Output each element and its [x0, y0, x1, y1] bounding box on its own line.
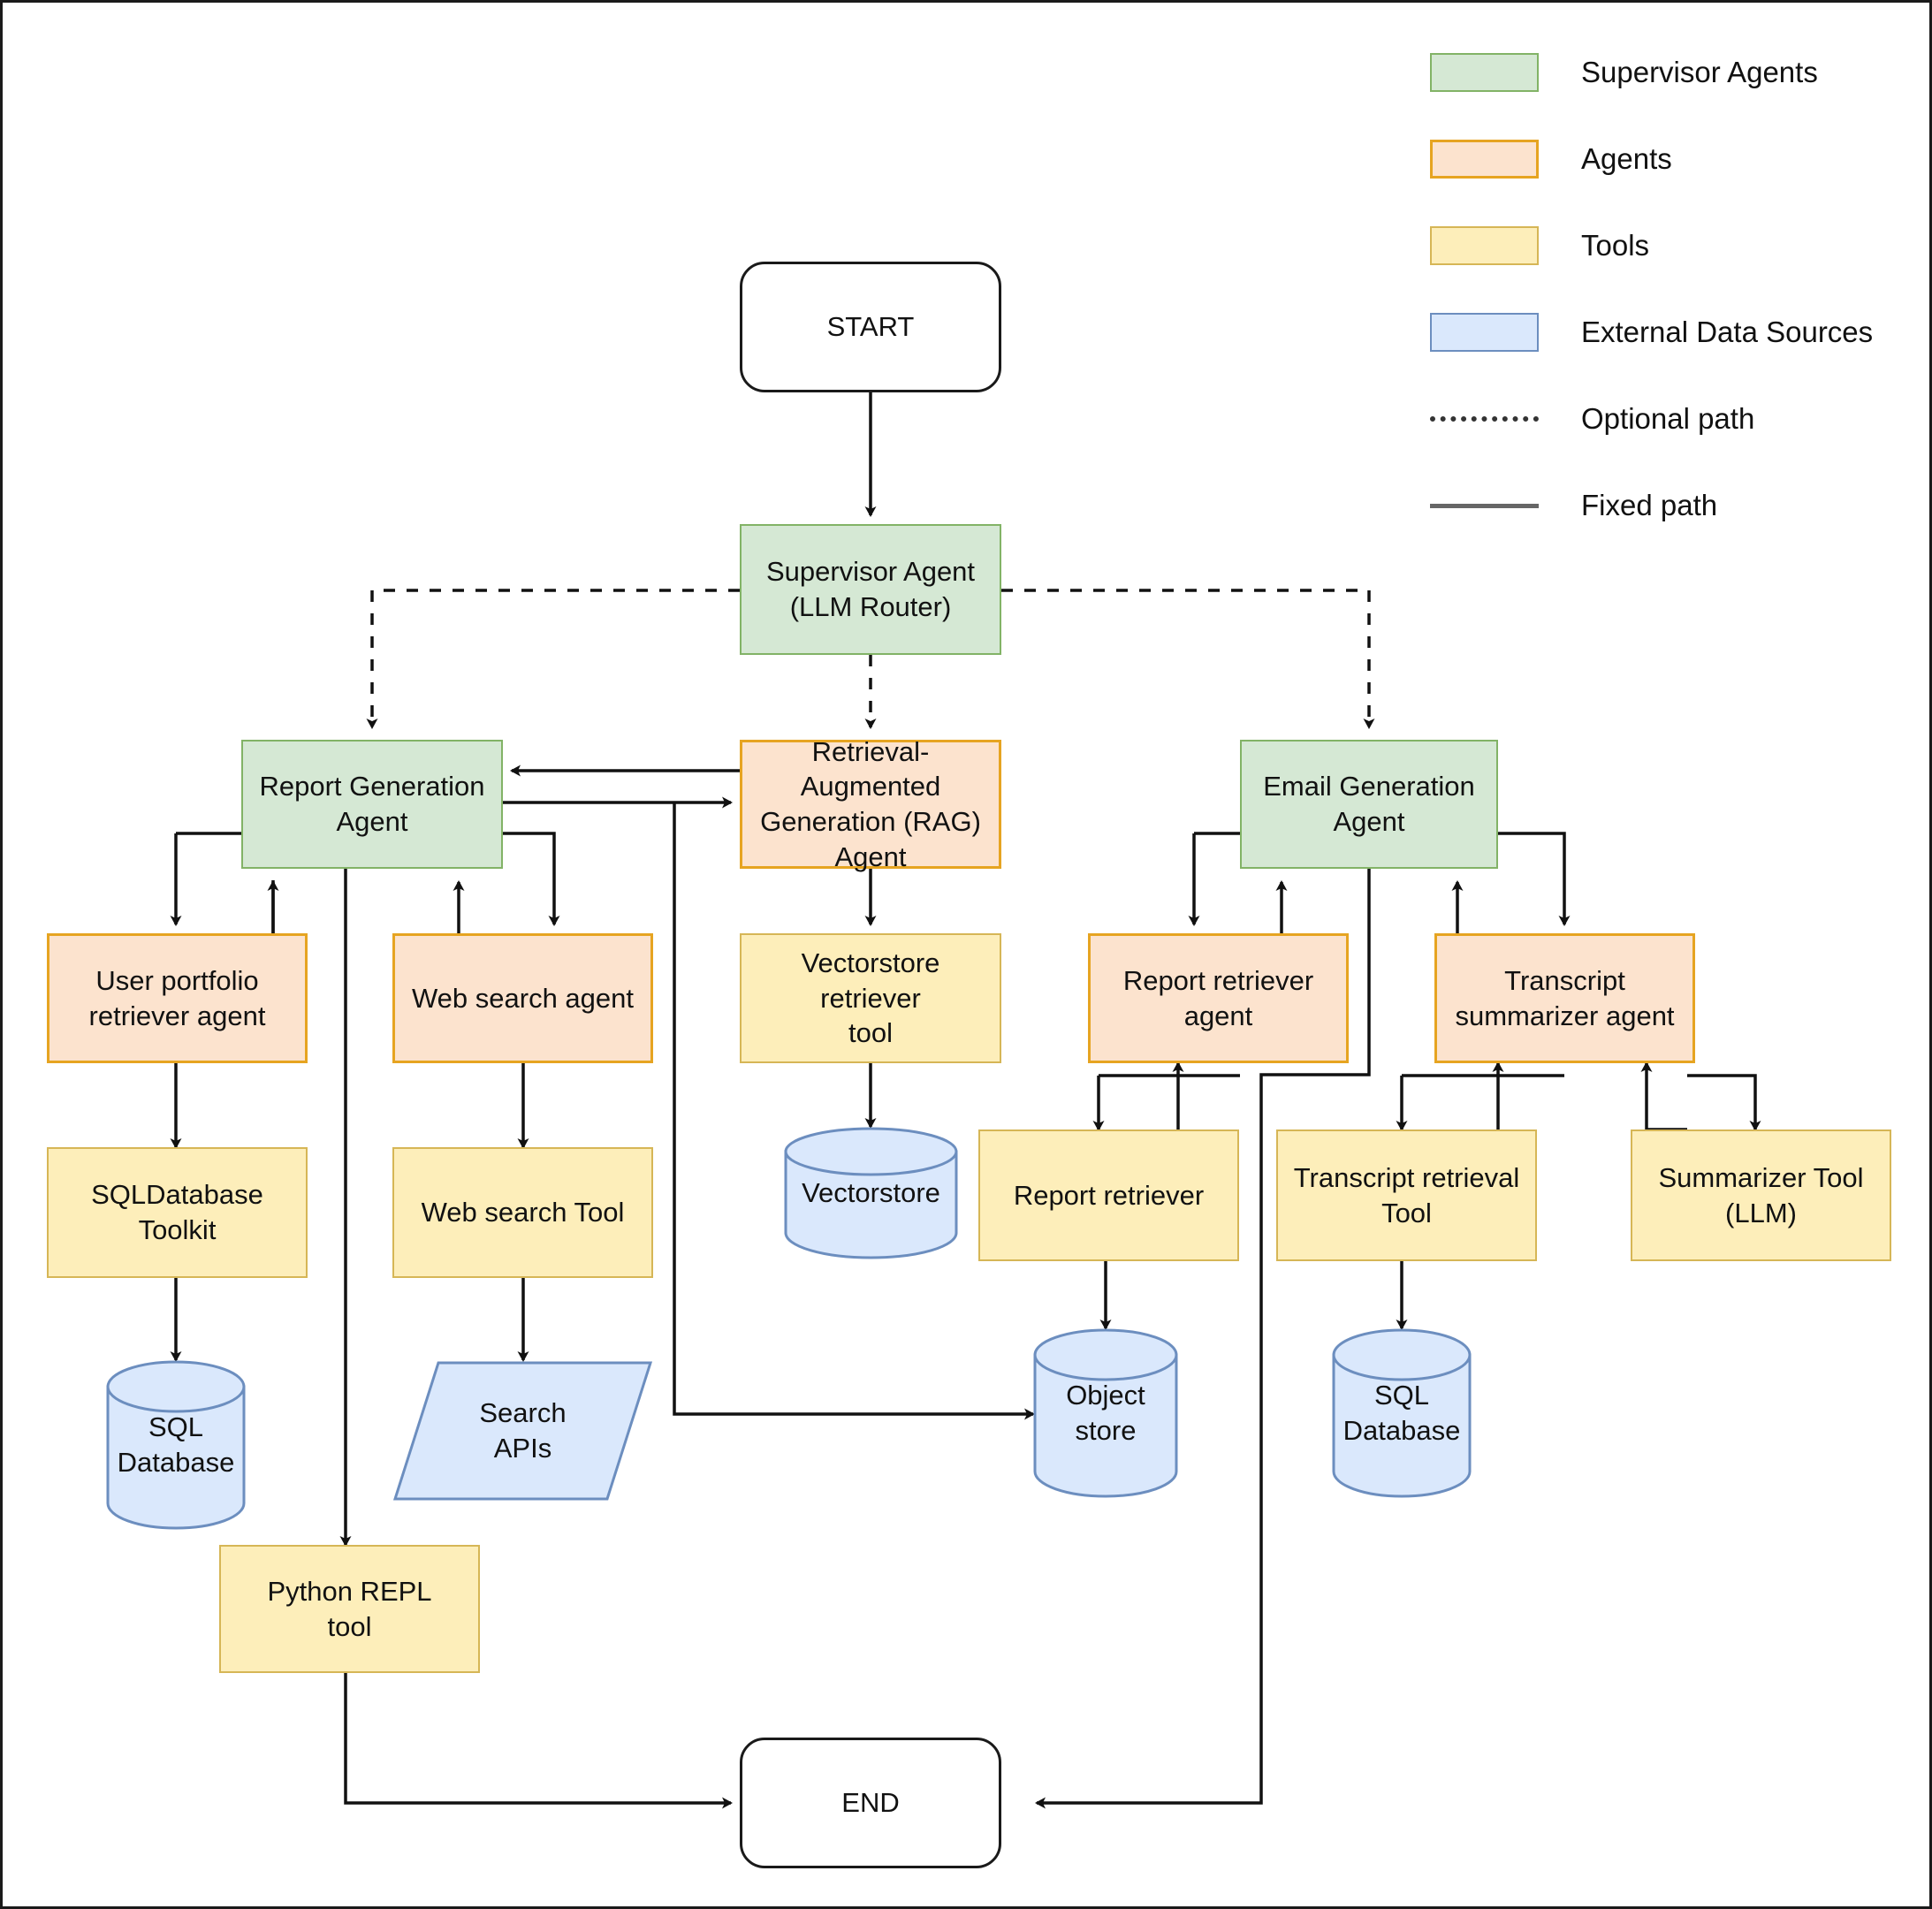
- node-label: SQL Database: [117, 1411, 235, 1478]
- node-transcript-retrieval-tool[interactable]: Transcript retrieval Tool: [1276, 1129, 1537, 1261]
- legend-row-optional-path: Optional path: [1430, 376, 1907, 462]
- node-web-search-tool[interactable]: Web search Tool: [392, 1147, 653, 1278]
- tools-swatch: [1430, 226, 1539, 265]
- solid-line-icon: [1430, 486, 1539, 525]
- parallelogram-shape: [392, 1361, 653, 1501]
- node-label: SQL Database: [1343, 1380, 1461, 1446]
- node-summarizer-tool[interactable]: Summarizer Tool (LLM): [1631, 1129, 1891, 1261]
- node-report-retriever[interactable]: Report retriever: [978, 1129, 1239, 1261]
- legend-label: Optional path: [1581, 402, 1755, 435]
- legend: Supervisor Agents Agents Tools External …: [1430, 29, 1907, 549]
- node-sql-database-right[interactable]: SQL Database: [1332, 1328, 1472, 1498]
- legend-label: Fixed path: [1581, 489, 1718, 521]
- legend-label: External Data Sources: [1581, 316, 1874, 348]
- node-end[interactable]: END: [740, 1738, 1001, 1868]
- node-report-generation-agent[interactable]: Report Generation Agent: [241, 740, 503, 869]
- node-sql-database-left[interactable]: SQL Database: [106, 1360, 246, 1530]
- supervisor-agents-swatch: [1430, 53, 1539, 92]
- node-rag-agent[interactable]: Retrieval-Augmented Generation (RAG) Age…: [740, 736, 1001, 872]
- node-web-search-agent[interactable]: Web search agent: [392, 933, 653, 1063]
- node-supervisor-agent[interactable]: Supervisor Agent (LLM Router): [740, 524, 1001, 655]
- node-sqldatabase-toolkit[interactable]: SQLDatabase Toolkit: [47, 1147, 308, 1278]
- node-email-generation-agent[interactable]: Email Generation Agent: [1240, 740, 1498, 869]
- node-vectorstore-retriever-tool[interactable]: Vectorstore retriever tool: [740, 933, 1001, 1063]
- dotted-line-icon: [1430, 399, 1539, 438]
- legend-row-external-data-sources: External Data Sources: [1430, 289, 1907, 376]
- cylinder-shape: [106, 1360, 246, 1530]
- node-object-store[interactable]: Object store: [1033, 1328, 1178, 1498]
- agents-swatch: [1430, 140, 1539, 179]
- node-start[interactable]: START: [740, 262, 1001, 392]
- legend-row-supervisor-agents: Supervisor Agents: [1430, 29, 1907, 116]
- node-python-repl-tool[interactable]: Python REPL tool: [219, 1545, 480, 1673]
- legend-row-agents: Agents: [1430, 116, 1907, 202]
- legend-label: Supervisor Agents: [1581, 56, 1818, 88]
- node-label: Object store: [1066, 1380, 1145, 1446]
- legend-label: Tools: [1581, 229, 1650, 262]
- node-label: Vectorstore: [802, 1177, 940, 1209]
- legend-row-tools: Tools: [1430, 202, 1907, 289]
- node-vectorstore[interactable]: Vectorstore: [784, 1127, 958, 1259]
- node-user-portfolio-retriever-agent[interactable]: User portfolio retriever agent: [47, 933, 308, 1063]
- legend-row-fixed-path: Fixed path: [1430, 462, 1907, 549]
- external-data-sources-swatch: [1430, 313, 1539, 352]
- node-search-apis[interactable]: Search APIs: [392, 1360, 653, 1502]
- legend-label: Agents: [1581, 142, 1672, 175]
- node-label: Search APIs: [479, 1397, 567, 1464]
- node-report-retriever-agent[interactable]: Report retriever agent: [1088, 933, 1349, 1063]
- node-transcript-summarizer-agent[interactable]: Transcript summarizer agent: [1434, 933, 1695, 1063]
